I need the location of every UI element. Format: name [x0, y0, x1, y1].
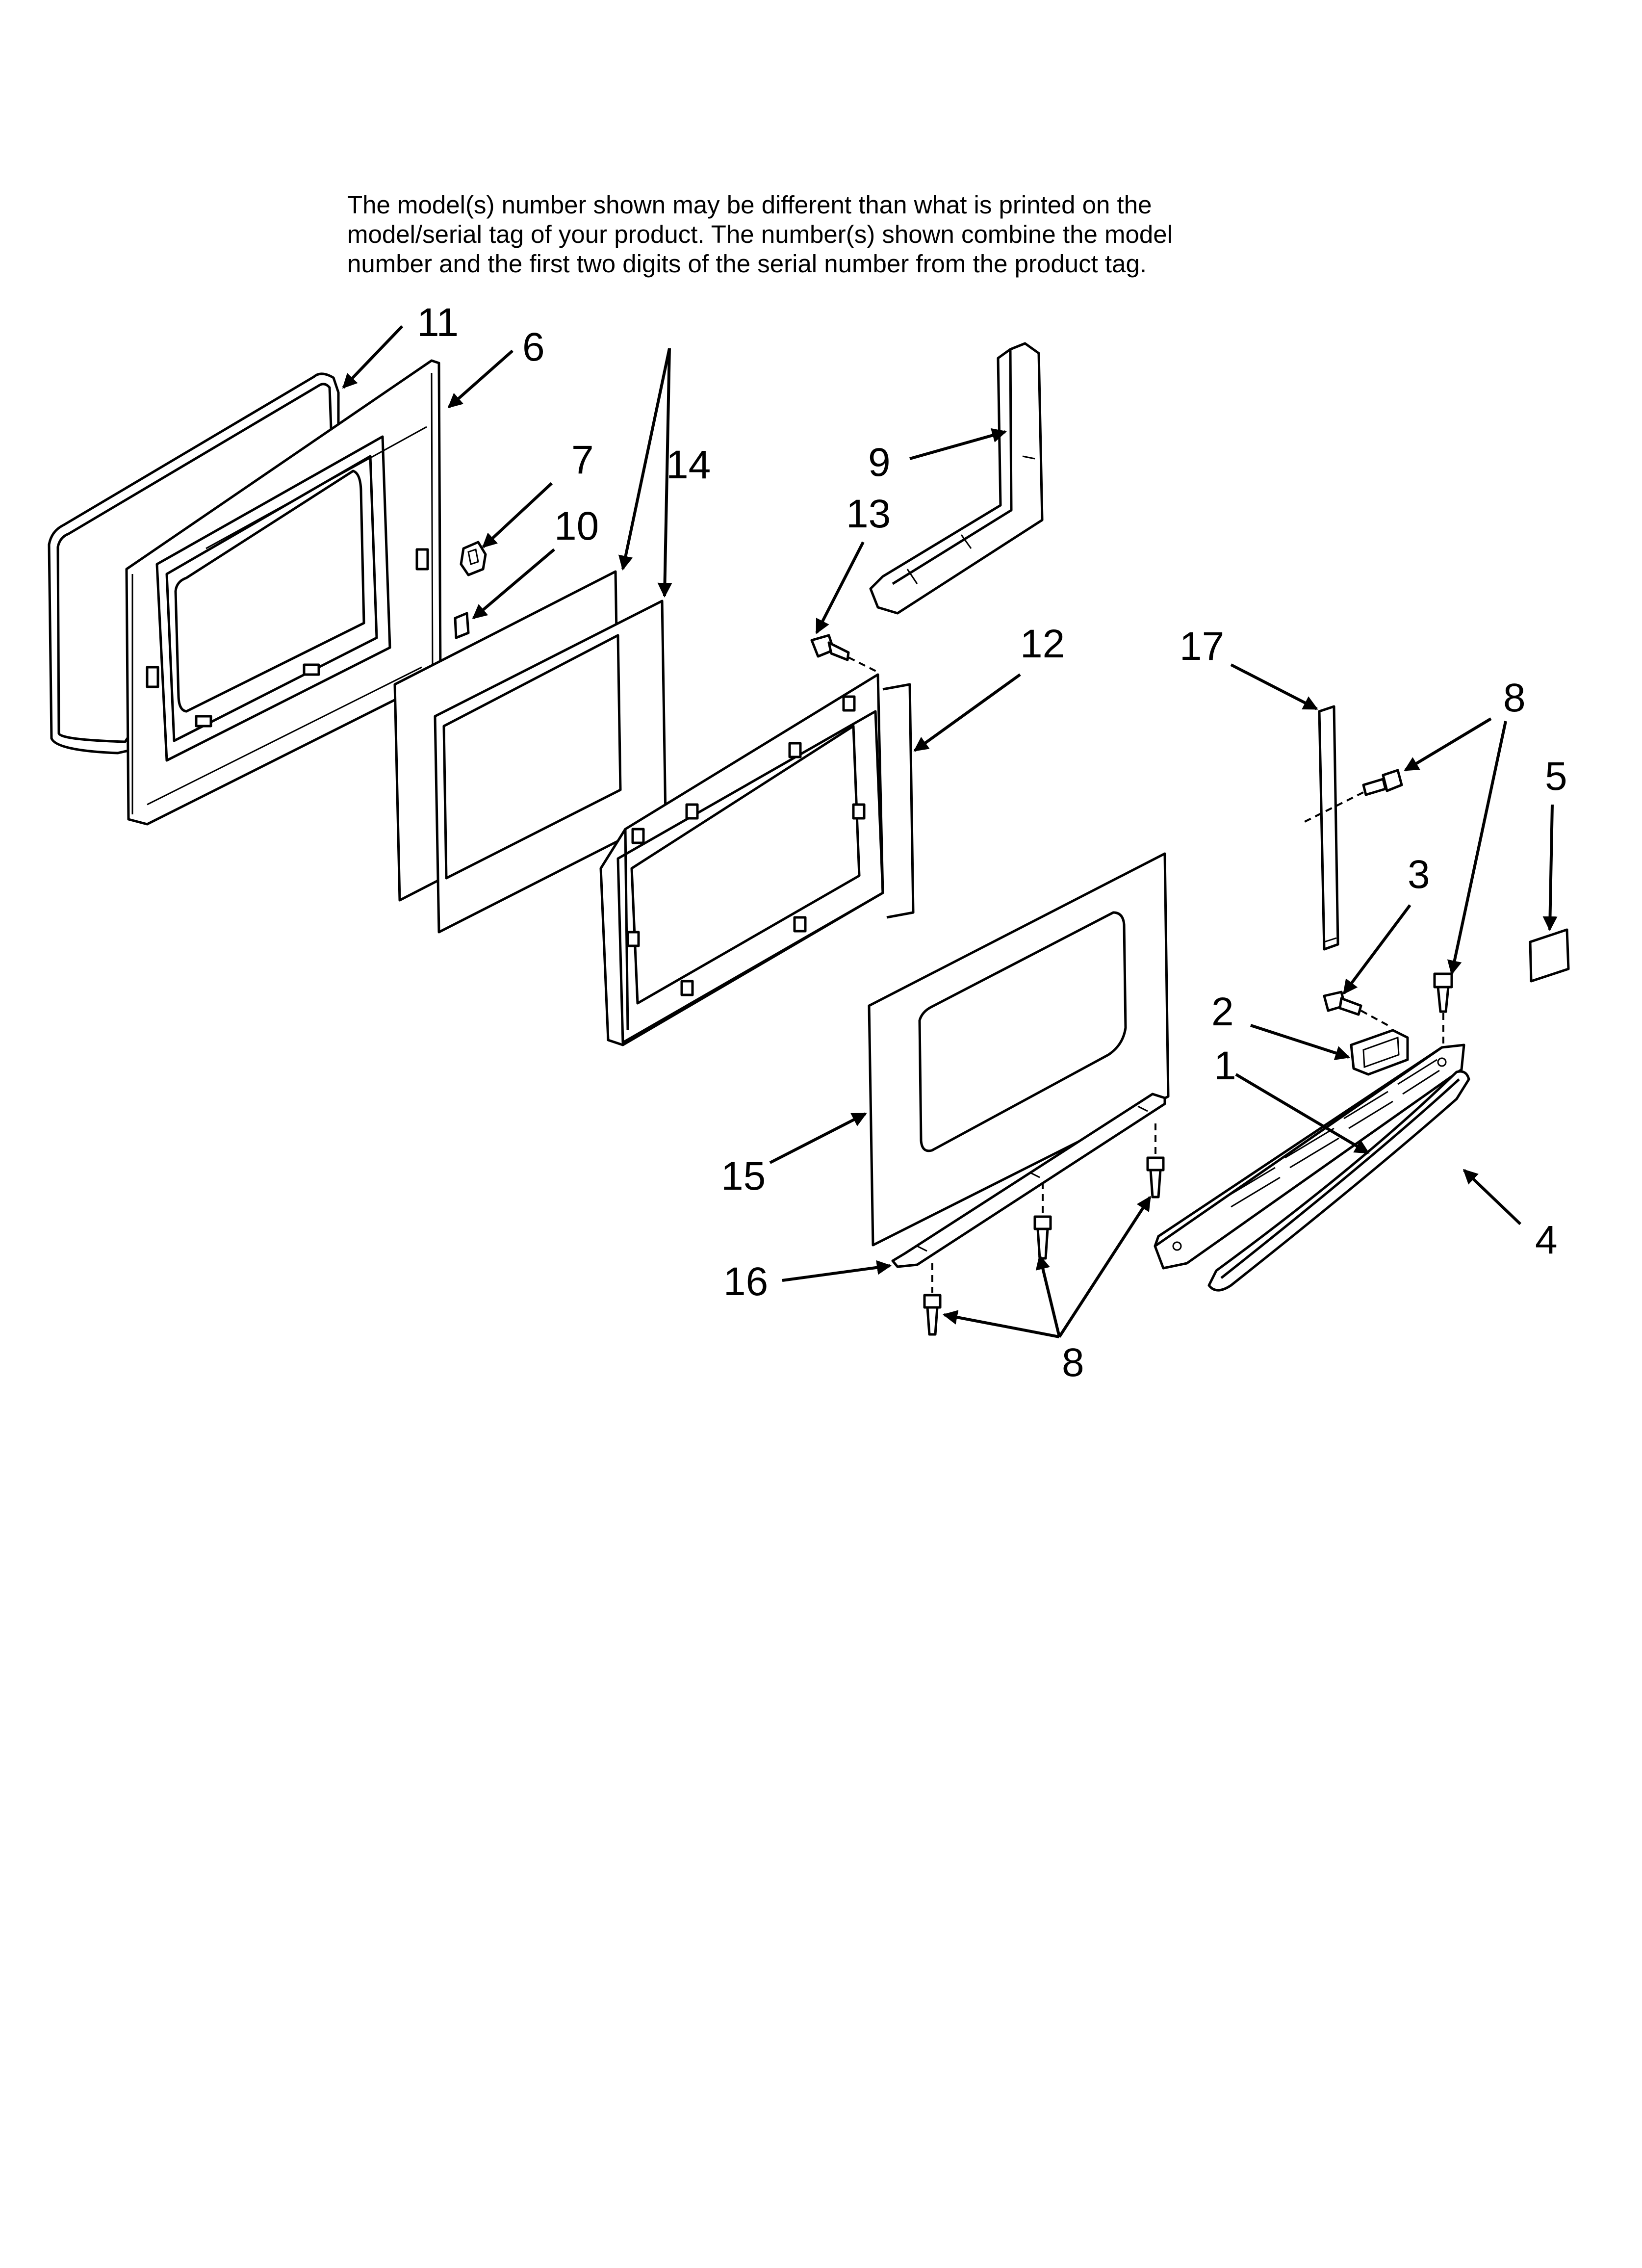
callout-17: 17 — [1180, 624, 1224, 669]
part-14-door-glass — [393, 570, 667, 934]
callout-6: 6 — [522, 325, 545, 369]
arrow-5 — [1542, 804, 1558, 931]
part-7-hinge-receptacle — [460, 541, 487, 576]
arrow-3 — [1342, 904, 1411, 995]
arrow-10 — [472, 548, 555, 620]
part-17-hinge-strip — [1318, 705, 1339, 951]
part-13-screw — [810, 634, 878, 673]
arrow-17 — [1230, 663, 1318, 710]
arrow-8-right — [1447, 721, 1507, 975]
arrow-9 — [909, 428, 1007, 460]
arrow-1 — [1235, 1073, 1370, 1154]
arrow-12 — [913, 673, 1021, 752]
callout-3: 3 — [1408, 852, 1430, 897]
arrow-4 — [1462, 1169, 1522, 1225]
part-15-outer-door-panel — [868, 852, 1170, 1247]
callout-1: 1 — [1214, 1043, 1236, 1088]
arrow-14a — [618, 348, 671, 571]
note-line-1: The model(s) number shown may be differe… — [347, 191, 1152, 219]
callout-11: 11 — [417, 300, 459, 345]
part-8-screw-upper — [1304, 769, 1403, 823]
callout-8-lower: 8 — [1062, 1340, 1084, 1385]
part-6-inner-door-frame — [125, 359, 442, 826]
note-line-2: model/serial tag of your product. The nu… — [347, 220, 1173, 248]
part-5-label-tag — [1529, 928, 1570, 983]
arrow-6 — [447, 349, 513, 409]
part-3-screw — [1323, 991, 1388, 1026]
part-10-spacer-block — [454, 612, 470, 639]
part-9-vent-duct — [869, 342, 1044, 615]
arrow-13 — [815, 541, 865, 634]
arrow-8-lower-c — [1058, 1196, 1152, 1338]
callout-13: 13 — [846, 492, 891, 536]
part-12-door-liner — [599, 673, 915, 1046]
part-8-screws-lower — [923, 1123, 1165, 1336]
arrow-14b — [657, 348, 672, 598]
arrow-8-lower-a — [943, 1310, 1060, 1338]
leader-arrows — [342, 325, 1558, 1338]
arrow-8-lower-b — [1035, 1254, 1061, 1337]
arrow-2 — [1250, 1024, 1350, 1060]
callout-labels: 11 6 7 14 10 9 13 12 17 8 5 3 2 1 15 4 1… — [417, 300, 1567, 1385]
part-1-handle-channel — [1154, 1043, 1465, 1270]
arrow-11 — [342, 325, 404, 389]
callout-2: 2 — [1211, 990, 1234, 1034]
callout-15: 15 — [721, 1154, 766, 1199]
arrow-7 — [482, 482, 553, 548]
callout-16: 16 — [723, 1259, 768, 1304]
callout-5: 5 — [1545, 754, 1567, 799]
callout-7: 7 — [571, 438, 594, 482]
arrow-8-upper — [1404, 717, 1492, 772]
arrow-16 — [782, 1260, 892, 1282]
callout-10: 10 — [554, 504, 599, 548]
arrow-15 — [769, 1112, 867, 1164]
callout-4: 4 — [1535, 1218, 1558, 1262]
disclaimer-note: The model(s) number shown may be differe… — [347, 190, 1426, 279]
callout-14: 14 — [666, 443, 711, 487]
note-line-3: number and the first two digits of the s… — [347, 250, 1147, 278]
part-11-door-gasket — [48, 372, 340, 755]
part-2-hinge-bracket — [1350, 1029, 1409, 1076]
part-16-bottom-trim — [891, 1093, 1166, 1268]
callout-12: 12 — [1020, 622, 1065, 666]
part-4-door-handle — [1207, 1070, 1470, 1292]
part-8-screw-right — [1433, 972, 1453, 1050]
callout-8-upper: 8 — [1503, 676, 1526, 720]
callout-9: 9 — [868, 440, 891, 485]
